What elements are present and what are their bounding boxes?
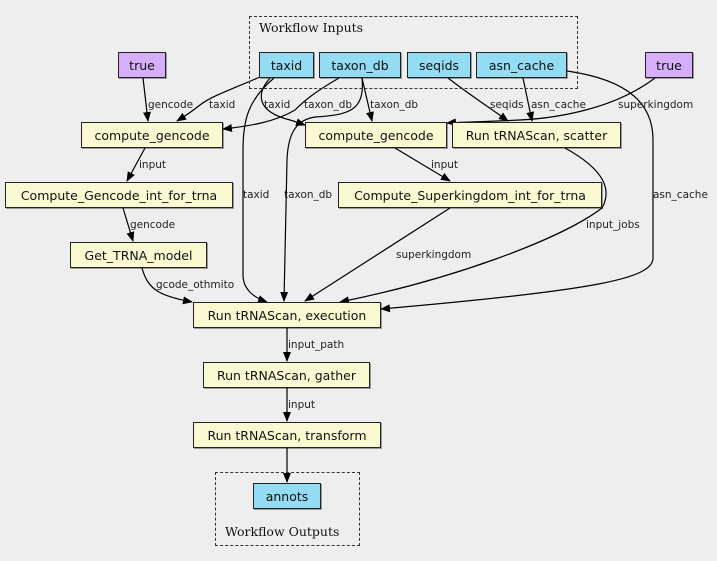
edge-superkingdom-int-to-execution xyxy=(304,207,451,302)
edge-label-asn-cache-scatter: asn_cache xyxy=(531,99,586,111)
edge-label-asn-cache-execution: asn_cache xyxy=(653,189,708,201)
edge-label-input-transform: input xyxy=(288,399,316,411)
constant-node-true-right[interactable]: true xyxy=(645,52,693,78)
step-node-run-trnascan-transform[interactable]: Run tRNAScan, transform xyxy=(193,422,381,448)
edge-taxon-db-to-compute-gencode-right xyxy=(361,77,374,122)
edge-trna-model-to-execution xyxy=(141,267,193,305)
workflow-outputs-cluster xyxy=(215,472,360,546)
edge-label-input-right: input xyxy=(431,159,459,171)
workflow-outputs-label: Workflow Outputs xyxy=(225,524,340,539)
edge-compute-gencode-left-to-gencode-int xyxy=(126,147,146,182)
edge-label-taxon-db-left: taxon_db xyxy=(304,99,353,111)
step-node-compute-gencode-int-for-trna[interactable]: Compute_Gencode_int_for_trna xyxy=(5,182,233,208)
output-node-annots[interactable]: annots xyxy=(253,483,321,509)
edge-label-input-path: input_path xyxy=(288,339,345,351)
workflow-inputs-label: Workflow Inputs xyxy=(259,20,364,35)
step-node-get-trna-model[interactable]: Get_TRNA_model xyxy=(70,242,207,268)
edge-label-taxid-execution: taxid xyxy=(243,189,270,201)
edge-asn-cache-to-execution xyxy=(380,70,654,313)
edge-compute-gencode-right-to-superkingdom-int xyxy=(394,147,451,182)
step-node-compute-superkingdom-int-for-trna[interactable]: Compute_Superkingdom_int_for_trna xyxy=(338,182,602,208)
edge-label-taxid-left: taxid xyxy=(209,99,236,111)
edge-label-gencode-model: gencode xyxy=(130,219,176,231)
edge-true-to-compute-gencode-left xyxy=(142,77,151,122)
step-node-run-trnascan-execution[interactable]: Run tRNAScan, execution xyxy=(193,302,381,328)
edge-gencode-int-to-trna-model xyxy=(122,207,135,242)
edge-label-taxon-db-execution: taxon_db xyxy=(284,189,333,201)
edge-seqids-to-scatter xyxy=(447,77,509,122)
input-node-taxon-db[interactable]: taxon_db xyxy=(319,52,401,78)
step-node-run-trnascan-gather[interactable]: Run tRNAScan, gather xyxy=(203,362,370,388)
edge-label-input-left: input xyxy=(139,159,167,171)
edge-label-input-jobs: input_jobs xyxy=(586,219,640,231)
input-node-seqids[interactable]: seqids xyxy=(407,52,471,78)
step-node-compute-gencode-left[interactable]: compute_gencode xyxy=(81,122,223,148)
input-node-taxid[interactable]: taxid xyxy=(259,52,314,78)
edge-label-seqids: seqids xyxy=(490,99,524,111)
edge-label-superkingdom-top: superkingdom xyxy=(618,99,694,111)
edge-label-gcode-othmito: gcode_othmito xyxy=(156,279,235,291)
edge-label-gencode: gencode xyxy=(148,99,194,111)
edge-scatter-to-execution xyxy=(339,147,607,305)
step-node-run-trnascan-scatter[interactable]: Run tRNAScan, scatter xyxy=(452,122,621,148)
edge-taxid-to-compute-gencode-left xyxy=(176,76,261,122)
edge-taxid-to-execution xyxy=(242,77,275,303)
step-node-compute-gencode-right[interactable]: compute_gencode xyxy=(305,122,447,148)
workflow-inputs-cluster xyxy=(249,16,578,89)
edge-label-taxon-db-right: taxon_db xyxy=(370,99,419,111)
edge-asn-cache-to-scatter xyxy=(522,77,535,122)
edge-label-taxid-right: taxid xyxy=(264,99,291,111)
input-node-asn-cache[interactable]: asn_cache xyxy=(476,52,567,78)
constant-node-true-left[interactable]: true xyxy=(118,52,166,78)
edge-taxid-to-compute-gencode-right xyxy=(260,77,306,126)
edge-taxon-db-to-execution xyxy=(280,77,363,302)
edge-label-superkingdom-execution: superkingdom xyxy=(396,249,472,261)
